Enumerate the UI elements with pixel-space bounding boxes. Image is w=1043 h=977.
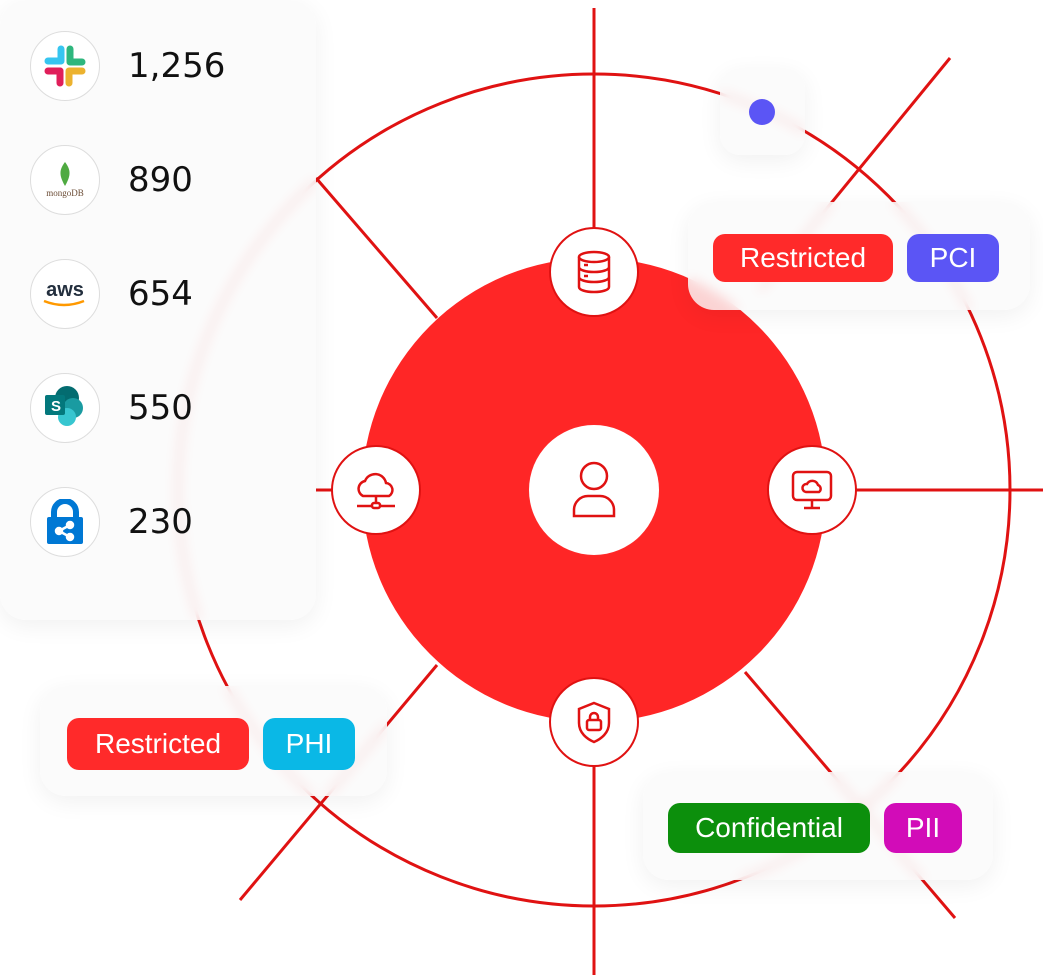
- sharepoint-logo-icon: S: [30, 373, 100, 443]
- diagonal-line: [314, 177, 439, 319]
- aws-logo-icon: aws: [30, 259, 100, 329]
- aws-logo-text: aws: [46, 279, 84, 301]
- lock-share-logo-icon: [30, 487, 100, 557]
- tag-card-confidential-pii: Confidential PII: [643, 772, 993, 880]
- monitor-cloud-icon: [791, 470, 833, 510]
- source-row-mongodb[interactable]: mongoDB 890: [30, 145, 193, 215]
- database-node[interactable]: [549, 227, 639, 317]
- tag-pci[interactable]: PCI: [907, 234, 999, 282]
- status-dot-card: [720, 68, 805, 155]
- tag-restricted[interactable]: Restricted: [713, 234, 893, 282]
- source-count: 890: [128, 160, 193, 200]
- mongodb-logo-text: mongoDB: [46, 188, 84, 198]
- database-icon: [577, 250, 611, 294]
- source-row-sharepoint[interactable]: S 550: [30, 373, 193, 443]
- tag-confidential[interactable]: Confidential: [668, 803, 870, 853]
- tag-pii[interactable]: PII: [884, 803, 962, 853]
- source-row-aws[interactable]: aws 654: [30, 259, 193, 329]
- cloud-network-icon: [357, 472, 395, 510]
- mongodb-logo-icon: mongoDB: [30, 145, 100, 215]
- sharepoint-logo-text: S: [51, 398, 62, 415]
- user-icon: [572, 461, 616, 518]
- status-dot: [749, 99, 775, 125]
- tag-card-restricted-pci: Restricted PCI: [688, 202, 1030, 310]
- source-count: 550: [128, 388, 193, 428]
- cloud-network-node[interactable]: [331, 445, 421, 535]
- shield-lock-node[interactable]: [549, 677, 639, 767]
- sources-panel: 1,256 mongoDB 890 aws 654 S 550 230: [0, 0, 316, 620]
- source-row-azure-information-protection[interactable]: 230: [30, 487, 193, 557]
- source-row-slack[interactable]: 1,256: [30, 31, 225, 101]
- source-count: 654: [128, 274, 193, 314]
- source-count: 230: [128, 502, 193, 542]
- monitor-cloud-node[interactable]: [767, 445, 857, 535]
- tag-restricted[interactable]: Restricted: [67, 718, 249, 770]
- shield-lock-icon: [577, 701, 611, 744]
- tag-card-restricted-phi: Restricted PHI: [40, 686, 387, 796]
- tag-phi[interactable]: PHI: [263, 718, 355, 770]
- slack-logo-icon: [30, 31, 100, 101]
- source-count: 1,256: [128, 46, 226, 86]
